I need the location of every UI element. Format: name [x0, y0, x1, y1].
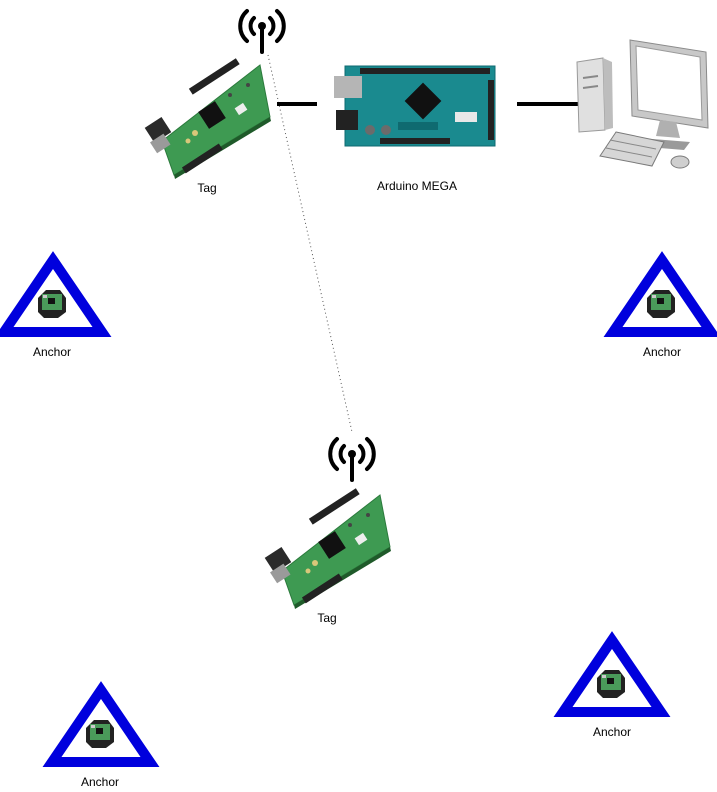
arduino-mega-board [334, 65, 496, 147]
tag-bottom-label: Tag [317, 611, 336, 625]
desktop-computer-icon [576, 39, 709, 169]
anchor-left-bottom-label: Anchor [81, 775, 119, 789]
anchor-left-mid-icon [4, 260, 102, 332]
anchor-left-mid-label: Anchor [33, 345, 71, 359]
anchor-left-bottom-icon [52, 690, 150, 762]
anchor-right-bottom-label: Anchor [593, 725, 631, 739]
tag-board-bottom [264, 487, 392, 610]
tag-link-dotted [267, 54, 353, 433]
tag-board-top [144, 57, 272, 180]
anchor-right-mid-label: Anchor [643, 345, 681, 359]
antenna-icon [328, 437, 376, 482]
tag-top-label: Tag [197, 181, 216, 195]
arduino-label: Arduino MEGA [377, 179, 457, 193]
anchor-right-mid-icon [613, 260, 711, 332]
antenna-icon [238, 9, 286, 54]
anchor-right-bottom-icon [563, 640, 661, 712]
